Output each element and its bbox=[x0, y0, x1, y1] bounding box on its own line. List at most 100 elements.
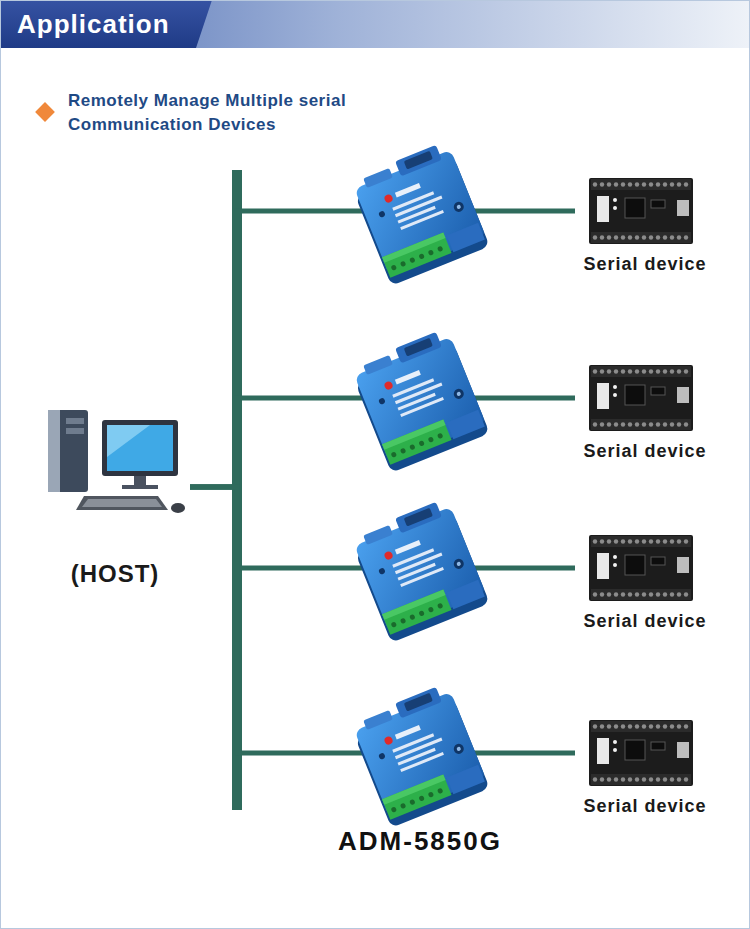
terminal-screw bbox=[621, 777, 625, 781]
terminal-screw bbox=[642, 592, 646, 596]
terminal-screw bbox=[684, 182, 688, 186]
terminal-screw bbox=[670, 592, 674, 596]
terminal-row bbox=[591, 721, 691, 732]
terminal-screw bbox=[600, 182, 604, 186]
bullet-diamond bbox=[35, 102, 55, 122]
terminal-screw bbox=[628, 724, 632, 728]
terminal-row bbox=[591, 774, 691, 785]
device-label: Serial device bbox=[570, 796, 720, 817]
terminal-screw bbox=[642, 539, 646, 543]
terminal-screw bbox=[663, 235, 667, 239]
terminal-screw bbox=[656, 369, 660, 373]
computer-illustration bbox=[40, 402, 190, 520]
terminal-screw bbox=[677, 539, 681, 543]
terminal-screw bbox=[656, 539, 660, 543]
device-label: Serial device bbox=[570, 441, 720, 462]
terminal-screw bbox=[642, 182, 646, 186]
terminal-screw bbox=[614, 235, 618, 239]
led bbox=[613, 563, 617, 567]
terminal-screw bbox=[593, 182, 597, 186]
terminal-row bbox=[591, 366, 691, 377]
terminal-screw bbox=[642, 422, 646, 426]
terminal-screw bbox=[614, 539, 618, 543]
host-label: (HOST) bbox=[40, 560, 190, 588]
terminal-screw bbox=[663, 369, 667, 373]
terminal-screw bbox=[656, 777, 660, 781]
terminal-screw bbox=[628, 182, 632, 186]
terminal-screw bbox=[670, 235, 674, 239]
terminal-screw bbox=[649, 539, 653, 543]
led bbox=[613, 740, 617, 744]
terminal-screw bbox=[635, 724, 639, 728]
terminal-screw bbox=[677, 592, 681, 596]
terminal-screw bbox=[663, 724, 667, 728]
gateway-device bbox=[349, 140, 490, 285]
port bbox=[677, 742, 689, 758]
terminal-screw bbox=[621, 724, 625, 728]
header-band bbox=[0, 0, 750, 48]
terminal-screw bbox=[628, 592, 632, 596]
port bbox=[677, 557, 689, 573]
terminal-screw bbox=[621, 539, 625, 543]
device-label: Serial device bbox=[570, 254, 720, 275]
terminal-screw bbox=[607, 777, 611, 781]
port bbox=[677, 200, 689, 216]
terminal-screw bbox=[635, 369, 639, 373]
serial-device-node: Serial device bbox=[575, 533, 715, 637]
terminal-screw bbox=[670, 422, 674, 426]
terminal-row bbox=[591, 589, 691, 600]
terminal-screw bbox=[628, 369, 632, 373]
terminal-screw bbox=[649, 422, 653, 426]
terminal-screw bbox=[593, 369, 597, 373]
pcb bbox=[589, 720, 693, 786]
terminal-screw bbox=[614, 592, 618, 596]
circuit-board bbox=[589, 720, 693, 786]
relay bbox=[597, 553, 609, 579]
terminal-screw bbox=[635, 777, 639, 781]
terminal-screw bbox=[607, 422, 611, 426]
chip bbox=[625, 555, 645, 575]
terminal-screw bbox=[649, 182, 653, 186]
terminal-screw bbox=[663, 422, 667, 426]
terminal-screw bbox=[677, 369, 681, 373]
terminal-screw bbox=[621, 235, 625, 239]
pcb bbox=[589, 535, 693, 601]
mouse bbox=[171, 503, 185, 513]
terminal-screw bbox=[593, 422, 597, 426]
circuit-board bbox=[589, 365, 693, 431]
model-label: ADM-5850G bbox=[290, 826, 550, 857]
terminal-screw bbox=[614, 369, 618, 373]
chip bbox=[651, 742, 665, 750]
terminal-screw bbox=[600, 777, 604, 781]
terminal-screw bbox=[649, 777, 653, 781]
terminal-screw bbox=[642, 724, 646, 728]
terminal-screw bbox=[649, 235, 653, 239]
keyboard bbox=[76, 496, 168, 510]
pc-tower-side bbox=[48, 410, 60, 492]
terminal-screw bbox=[656, 422, 660, 426]
monitor-frame bbox=[102, 420, 178, 476]
terminal-screw bbox=[607, 369, 611, 373]
terminal-screw bbox=[600, 592, 604, 596]
terminal-screw bbox=[621, 182, 625, 186]
terminal-screw bbox=[670, 777, 674, 781]
led bbox=[613, 748, 617, 752]
led bbox=[613, 198, 617, 202]
pc-tower-bay bbox=[66, 428, 84, 434]
terminal-screw bbox=[684, 724, 688, 728]
terminal-screw bbox=[628, 777, 632, 781]
terminal-screw bbox=[684, 422, 688, 426]
terminal-screw bbox=[649, 369, 653, 373]
terminal-screw bbox=[663, 777, 667, 781]
terminal-screw bbox=[663, 539, 667, 543]
monitor-stand bbox=[134, 476, 146, 486]
terminal-row bbox=[591, 419, 691, 430]
gateway-device bbox=[349, 327, 490, 472]
terminal-screw bbox=[663, 182, 667, 186]
relay bbox=[597, 196, 609, 222]
terminal-screw bbox=[684, 777, 688, 781]
terminal-screw bbox=[593, 724, 597, 728]
terminal-screw bbox=[593, 777, 597, 781]
terminal-screw bbox=[614, 422, 618, 426]
chip bbox=[651, 557, 665, 565]
